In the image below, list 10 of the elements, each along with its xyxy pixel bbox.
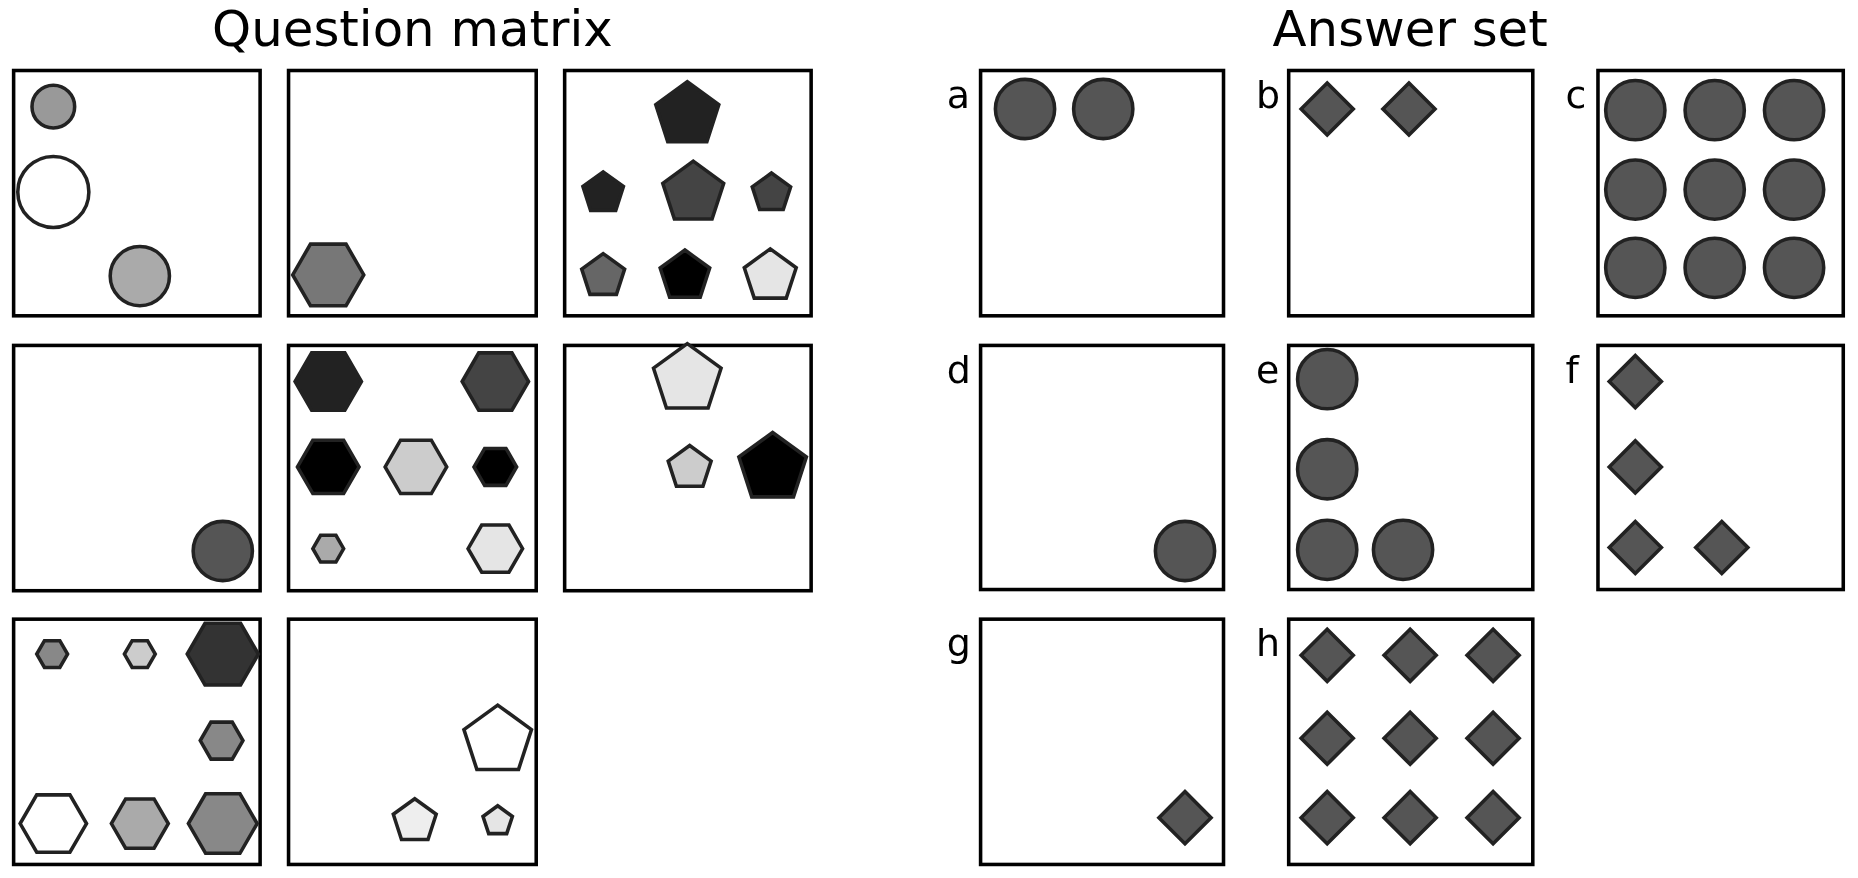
option-letter: c (1565, 75, 1587, 114)
option-letter: h (1256, 624, 1281, 663)
option-letter: g (946, 624, 971, 663)
option-letter: d (946, 350, 971, 389)
section-heading: Question matrix (212, 4, 613, 55)
option-letter: e (1256, 350, 1280, 389)
option-letter: f (1565, 350, 1579, 389)
section-heading: Answer set (1272, 4, 1548, 55)
option-letter: b (1256, 75, 1281, 114)
option-letter: a (946, 75, 971, 114)
